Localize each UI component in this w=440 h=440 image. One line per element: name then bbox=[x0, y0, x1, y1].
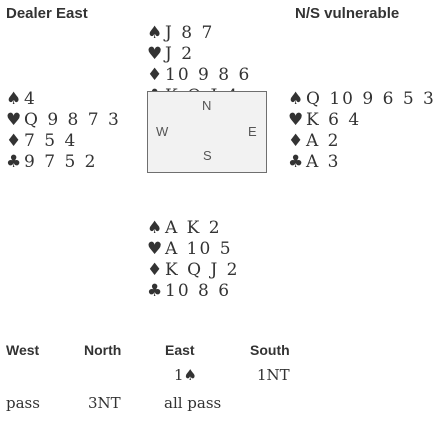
compass-east: E bbox=[248, 124, 257, 139]
west-hearts: ♥Q 9 8 7 3 bbox=[6, 110, 121, 130]
east-hand: ♠Q 10 9 6 5 3 ♥K 6 4 ♦A 2 ♣A 3 bbox=[288, 89, 436, 173]
south-hearts: ♥A 10 5 bbox=[147, 239, 233, 259]
north-diamonds: ♦10 9 8 6 bbox=[147, 65, 252, 85]
diamond-icon: ♦ bbox=[147, 260, 163, 280]
heart-icon: ♥ bbox=[6, 110, 22, 130]
south-diamonds: ♦K Q J 2 bbox=[147, 260, 240, 280]
west-hand: ♠4 ♥Q 9 8 7 3 ♦7 5 4 ♣9 7 5 2 bbox=[6, 89, 121, 173]
east-hearts: ♥K 6 4 bbox=[288, 110, 362, 130]
vulnerability-label: N/S vulnerable bbox=[295, 5, 400, 22]
spade-icon: ♠ bbox=[288, 89, 304, 109]
bid-header-south: South bbox=[250, 342, 290, 358]
diamond-icon: ♦ bbox=[6, 131, 22, 151]
heart-icon: ♥ bbox=[147, 239, 163, 259]
club-icon: ♣ bbox=[6, 152, 22, 172]
dealer-label: Dealer East bbox=[6, 5, 88, 22]
diamond-icon: ♦ bbox=[147, 65, 163, 85]
club-icon: ♣ bbox=[147, 281, 163, 301]
spade-icon: ♠ bbox=[6, 89, 22, 109]
heart-icon: ♥ bbox=[288, 110, 304, 130]
west-clubs: ♣9 7 5 2 bbox=[6, 152, 98, 172]
south-clubs: ♣10 8 6 bbox=[147, 281, 232, 301]
diamond-icon: ♦ bbox=[288, 131, 304, 151]
bid-east-2: all pass bbox=[164, 394, 222, 412]
east-clubs: ♣A 3 bbox=[288, 152, 341, 172]
west-spades: ♠4 bbox=[6, 89, 37, 109]
bid-south-1: 1NT bbox=[257, 366, 290, 384]
bid-east-1: 1♠ bbox=[174, 366, 197, 384]
compass-west: W bbox=[156, 124, 169, 139]
bid-north-2: 3NT bbox=[88, 394, 121, 412]
spade-icon: ♠ bbox=[147, 23, 163, 43]
bid-west-2: pass bbox=[6, 394, 40, 412]
spade-icon: ♠ bbox=[147, 218, 163, 238]
compass-table: N W E S bbox=[147, 91, 267, 173]
east-spades: ♠Q 10 9 6 5 3 bbox=[288, 89, 436, 109]
north-spades: ♠J 8 7 bbox=[147, 23, 215, 43]
east-diamonds: ♦A 2 bbox=[288, 131, 341, 151]
bid-header-east: East bbox=[165, 342, 195, 358]
compass-north: N bbox=[202, 98, 212, 113]
west-diamonds: ♦7 5 4 bbox=[6, 131, 78, 151]
bid-header-west: West bbox=[6, 342, 40, 358]
north-hearts: ♥J 2 bbox=[147, 44, 195, 64]
compass-south: S bbox=[203, 148, 212, 163]
south-hand: ♠A K 2 ♥A 10 5 ♦K Q J 2 ♣10 8 6 bbox=[147, 218, 239, 302]
heart-icon: ♥ bbox=[147, 44, 163, 64]
bid-header-north: North bbox=[84, 342, 122, 358]
south-spades: ♠A K 2 bbox=[147, 218, 222, 238]
club-icon: ♣ bbox=[288, 152, 304, 172]
